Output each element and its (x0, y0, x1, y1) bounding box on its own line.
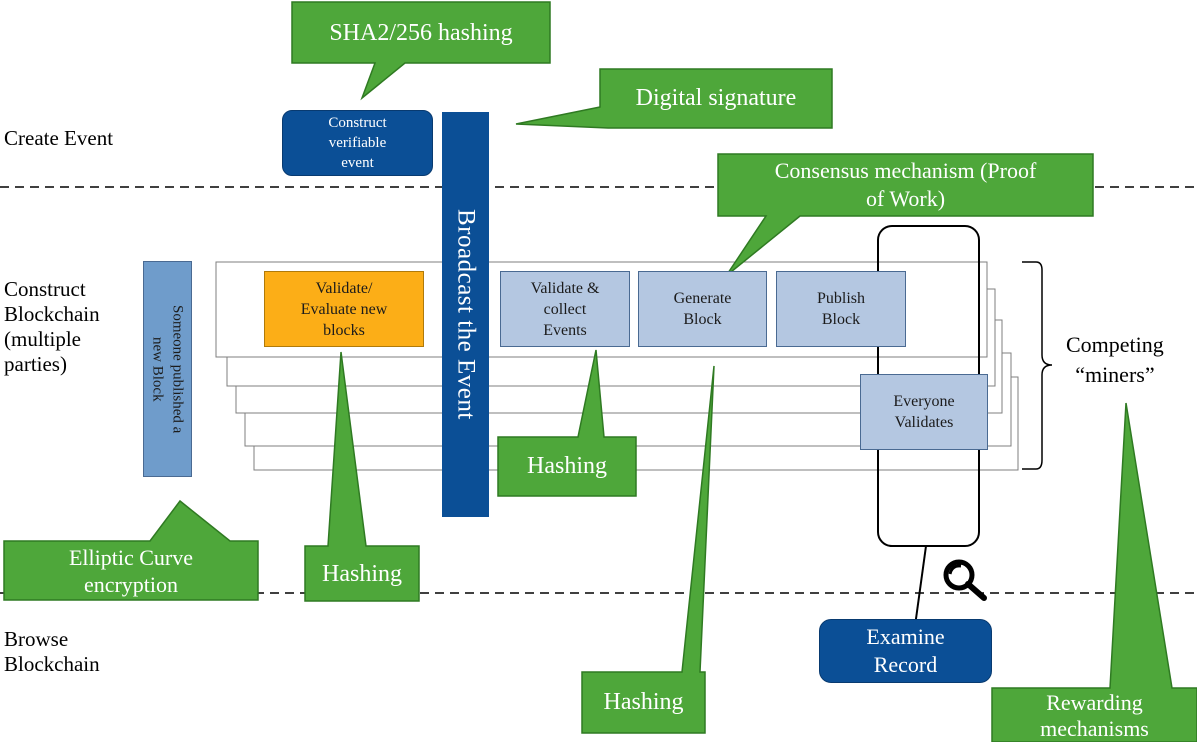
validate-collect-events-step: Validate & collect Events (500, 271, 630, 347)
construct-verifiable-event-step: Construct verifiable event (282, 110, 433, 176)
callout-hashing-generate-shape (581, 365, 715, 734)
lane-label-browse-blockchain: Browse Blockchain (4, 627, 100, 676)
broadcast-event-bar: Broadcast the Event (442, 112, 489, 517)
callout-hashing-collect-shape (497, 349, 637, 497)
callout-hashing-generate: Hashing (603, 689, 684, 715)
magnifier-icon (943, 559, 987, 601)
callout-digital-signature-shape (515, 68, 833, 129)
callout-consensus-mechanism: Consensus mechanism (Proof of Work) (774, 158, 1037, 211)
callout-hashing-collect: Hashing (527, 453, 607, 479)
callout-hashing-validate: Hashing (322, 560, 402, 587)
record-connector-line (914, 545, 927, 627)
callout-rewarding-mechanisms: Rewarding mechanisms (1040, 689, 1149, 741)
callout-elliptic-shape (3, 499, 259, 601)
publish-block-step: Publish Block (776, 271, 906, 347)
lane-label-construct-blockchain: Construct Blockchain (multiple parties) (4, 277, 100, 376)
generate-block-step: Generate Block (638, 271, 767, 347)
callout-hashing-validate-shape (304, 351, 420, 602)
lane-label-create-event: Create Event (4, 126, 114, 150)
validate-evaluate-blocks-step: Validate/ Evaluate new blocks (264, 271, 424, 347)
callout-sha-shape (291, 1, 551, 101)
competing-miners-label: Competing “miners” (1066, 332, 1164, 387)
callout-elliptic-curve: Elliptic Curve encryption (68, 545, 194, 597)
someone-published-block-step: Someone published a new Block (143, 261, 192, 477)
callout-sha-hashing: SHA2/256 hashing (329, 19, 513, 46)
everyone-validates-step: Everyone Validates (860, 374, 988, 450)
examine-record-button[interactable]: Examine Record (819, 619, 992, 683)
callout-rewarding-shape (991, 402, 1197, 742)
callout-consensus-shape (717, 153, 1094, 277)
callout-digital-signature: Digital signature (635, 85, 797, 111)
miners-brace (1022, 261, 1053, 470)
